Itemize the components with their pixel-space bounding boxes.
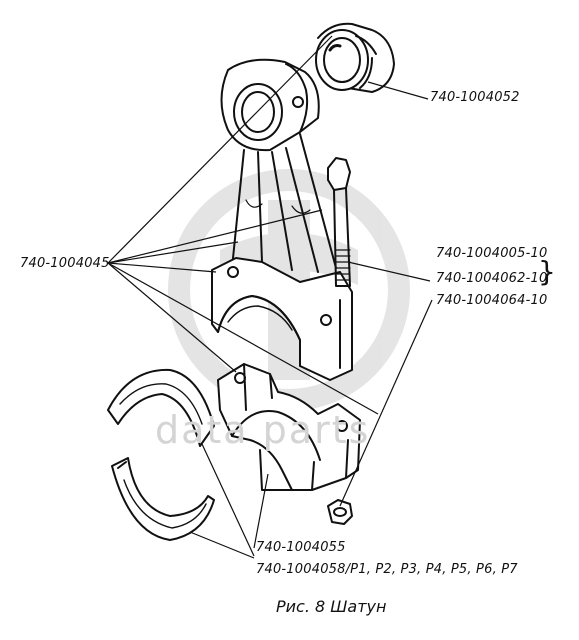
figure-caption: Рис. 8 Шатун (276, 597, 387, 616)
bolt-bracket: } (538, 255, 556, 288)
label-bushing: 740-1004052 (430, 90, 520, 105)
label-bolt-2: 740-1004062-10 (436, 271, 548, 286)
label-nut: 740-1004064-10 (436, 293, 548, 308)
label-rod-assembly: 740-1004045 (20, 256, 110, 271)
leader-lines (107, 35, 433, 559)
connecting-rod-body (211, 58, 353, 381)
rod-cap-part (217, 363, 361, 491)
bushing-part (315, 22, 395, 93)
bolt-part (327, 157, 351, 287)
watermark-text: data parts (155, 408, 371, 452)
bearing-shell-upper (107, 368, 215, 447)
bearing-shell-lower (111, 457, 215, 541)
nut-part (327, 499, 353, 525)
label-bearing-std: 740-1004055 (256, 540, 346, 555)
label-bearing-repair: 740-1004058/P1, P2, P3, P4, P5, P6, P7 (256, 562, 518, 577)
label-bolt-1: 740-1004005-10 (436, 246, 548, 261)
